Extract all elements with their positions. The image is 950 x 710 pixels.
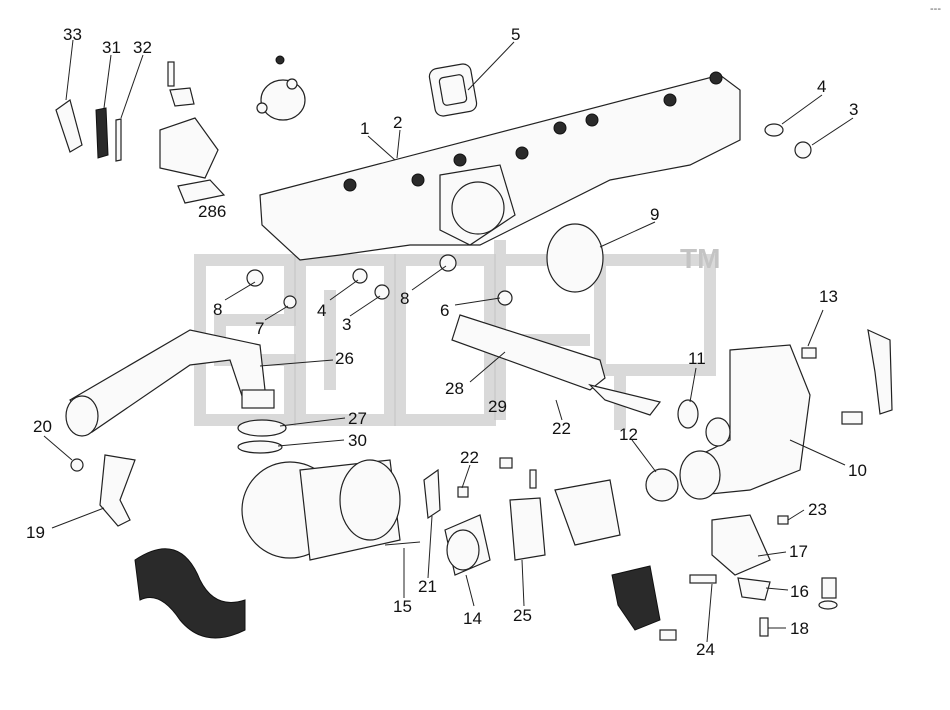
callout-29: 29 [488, 397, 507, 416]
flange-plate [256, 55, 306, 121]
callout-22-right: 22 [552, 419, 571, 438]
callout-17: 17 [789, 542, 808, 561]
leader-lines [43, 39, 854, 643]
callout-9: 9 [650, 205, 659, 224]
callout-23: 23 [808, 500, 827, 519]
bracket-part-13-side [801, 328, 893, 425]
callout-16: 16 [790, 582, 809, 601]
callout-19: 19 [26, 523, 45, 542]
callout-286: 286 [198, 202, 226, 221]
callout-22-left: 22 [460, 448, 479, 467]
callout-labels: 33 31 32 5 4 3 1 2 286 9 8 7 4 3 8 6 13 … [26, 25, 867, 659]
callout-28: 28 [445, 379, 464, 398]
callout-30: 30 [348, 431, 367, 450]
callout-21: 21 [418, 577, 437, 596]
callout-4-mid: 4 [317, 301, 326, 320]
callout-24: 24 [696, 640, 715, 659]
callout-4-top: 4 [817, 77, 826, 96]
air-hose [134, 548, 246, 639]
callout-33: 33 [63, 25, 82, 44]
callout-2: 2 [393, 113, 402, 132]
callout-13: 13 [819, 287, 838, 306]
callout-7: 7 [255, 319, 264, 338]
oring-part-9 [546, 223, 604, 293]
turbocharger [241, 459, 401, 561]
callout-26: 26 [335, 349, 354, 368]
bracket-part-19 [70, 454, 136, 527]
callout-1: 1 [360, 119, 369, 138]
callout-11: 11 [688, 349, 706, 368]
callout-14: 14 [463, 609, 482, 628]
callout-18: 18 [790, 619, 809, 638]
callout-31: 31 [102, 38, 121, 57]
clamp-and-flange-parts [384, 457, 621, 576]
callout-6: 6 [440, 301, 449, 320]
callout-27: 27 [348, 409, 367, 428]
corner-mark: --- [930, 3, 941, 15]
callout-5: 5 [511, 25, 520, 44]
clamps-part-27-30 [237, 419, 287, 454]
callout-3-mid: 3 [342, 315, 351, 334]
gaskets-part-11-12 [645, 399, 699, 502]
elbow-part-10 [679, 344, 811, 500]
support-brackets [611, 514, 838, 641]
gasket-part-5 [428, 63, 478, 117]
watermark-trademark: TM [680, 243, 720, 274]
callout-10: 10 [848, 461, 867, 480]
callout-8-mid: 8 [400, 289, 409, 308]
callout-32: 32 [133, 38, 152, 57]
exhaust-manifold [259, 71, 741, 261]
callout-3-top: 3 [849, 100, 858, 119]
exhaust-pipe-part-26 [65, 329, 275, 437]
callout-20: 20 [33, 417, 52, 436]
egr-pipe-part-28 [451, 314, 662, 416]
callout-8-left: 8 [213, 300, 222, 319]
callout-12: 12 [619, 425, 638, 444]
callout-15: 15 [393, 597, 412, 616]
pipe-coupling-parts [55, 61, 226, 204]
callout-25: 25 [513, 606, 532, 625]
